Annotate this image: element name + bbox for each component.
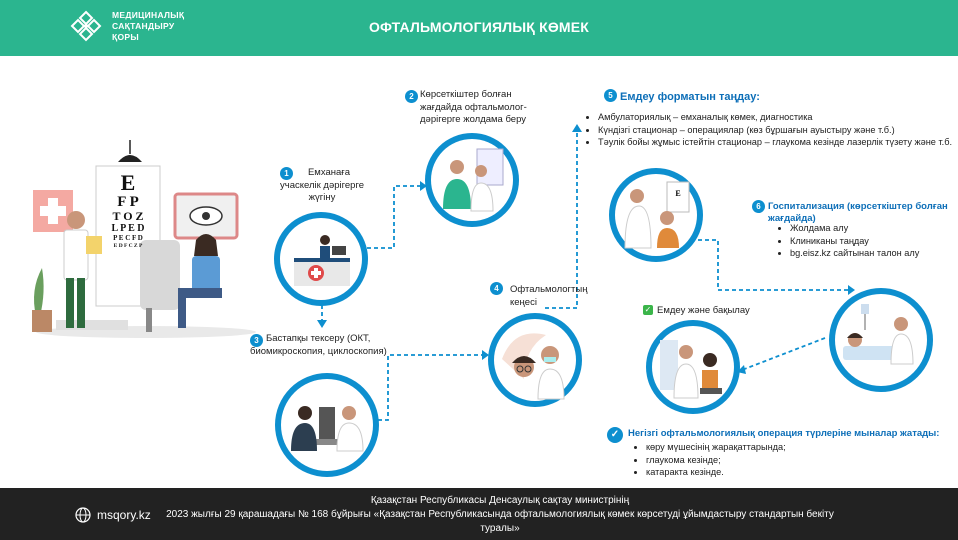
- footer-bar: [0, 488, 958, 540]
- list-item: bg.eisz.kz сайтынан талон алу: [790, 247, 958, 260]
- step-6-image: [829, 288, 933, 392]
- globe-icon: [75, 507, 91, 523]
- chart-row: F P: [117, 194, 139, 210]
- eye-chart: E F P T O Z L P E D P E C F D E D F C Z …: [99, 172, 157, 250]
- step-4-number: 4: [490, 282, 503, 295]
- logo-line: ҚОРЫ: [112, 32, 139, 42]
- page-title: ОФТАЛЬМОЛОГИЯЛЫҚ КӨМЕК: [368, 19, 590, 35]
- eye-exam-illustration: [32, 140, 256, 338]
- step-2-number: 2: [405, 90, 418, 103]
- list-item: Тәулік бойы жұмыс істейтін стационар – г…: [598, 136, 958, 149]
- chart-row: P E C F D: [113, 234, 143, 242]
- list-item: катаракта кезінде.: [646, 466, 896, 479]
- step-5-number: 5: [604, 89, 617, 102]
- logo-line: САҚТАНДЫРУ: [112, 21, 175, 31]
- step-1-label: Емханаға учаскелік дәрігерге жүгіну: [270, 167, 374, 205]
- step-6-number: 6: [752, 200, 765, 213]
- eye-examination-icon: [281, 379, 373, 471]
- step-3-line: Бастапқы тексеру (ОКТ,: [266, 333, 371, 344]
- step-3-number: 3: [250, 334, 263, 347]
- step-1-number: 1: [280, 167, 293, 180]
- operations-title: Негізгі офтальмологиялық операция түрлер…: [628, 428, 940, 439]
- treatment-label: Емдеу және бақылау: [657, 305, 750, 316]
- step-6-title-line: Госпитализация (көрсеткіштер болған: [768, 201, 948, 212]
- step-6-title: Госпитализация (көрсеткіштер болған жағд…: [768, 201, 958, 224]
- list-item: Клиниканы таңдау: [790, 235, 958, 248]
- list-item: Жолдама алу: [790, 222, 958, 235]
- step-3-image: [275, 373, 379, 477]
- step-2-label: Көрсеткіштер болған жағдайда офтальмолог…: [420, 89, 560, 127]
- step-2-line: жағдайда офтальмолог-: [420, 101, 527, 113]
- step-4-line: Офтальмологтың: [510, 284, 588, 295]
- reception-desk-icon: [280, 218, 362, 300]
- flower-logo-icon: [70, 10, 102, 42]
- green-check-icon: ✓: [643, 305, 653, 315]
- step-6-list: Жолдама алу Клиниканы таңдау bg.eisz.kz …: [776, 222, 958, 260]
- step-4-label: Офтальмологтың кеңесі: [510, 284, 630, 309]
- chart-row: E D F C Z P: [113, 243, 143, 249]
- doctor-consultation-icon: [431, 139, 513, 221]
- step-2-image: [425, 133, 519, 227]
- step-4-image: [488, 313, 582, 407]
- logo-text: МЕДИЦИНАЛЫҚ САҚТАНДЫРУ ҚОРЫ: [112, 10, 184, 43]
- hospital-bed-icon: [835, 294, 927, 386]
- step-2-line: Көрсеткіштер болған: [420, 89, 512, 100]
- chart-row: T O Z: [112, 209, 144, 223]
- svg-text:E: E: [675, 189, 680, 198]
- step-3-line: биомикроскопия, циклоскопия): [250, 345, 387, 357]
- step-5-list: Амбулаториялық – емханалық көмек, диагно…: [584, 111, 958, 149]
- chart-row: E: [120, 170, 136, 195]
- step-1-line: Емханаға: [307, 167, 351, 178]
- list-item: көру мүшесінің жарақаттарында;: [646, 441, 896, 454]
- header-bar: [0, 0, 958, 56]
- website-link[interactable]: msqory.kz: [97, 508, 151, 522]
- chart-row: L P E D: [111, 223, 145, 234]
- step-3-label: Бастапқы тексеру (ОКТ, биомикроскопия, ц…: [250, 333, 436, 358]
- footer-line: Қазақстан Республикасы Денсаулық сақтау …: [370, 495, 630, 506]
- list-item: глаукома кезінде;: [646, 454, 896, 467]
- footer-line: 2023 жылғы 29 қарашадағы № 168 бұйрығы «…: [166, 509, 834, 520]
- step-1-line: жүгіну: [308, 192, 336, 203]
- vision-test-icon: E: [615, 174, 697, 256]
- footer-line: туралы»: [480, 523, 520, 534]
- list-item: Амбулаториялық – емханалық көмек, диагно…: [598, 111, 958, 124]
- checkmark-badge-icon: ✓: [607, 427, 623, 443]
- footer-text: Қазақстан Республикасы Денсаулық сақтау …: [160, 494, 840, 536]
- follow-up-visit-icon: [652, 326, 734, 408]
- list-item: Күндізгі стационар – операциялар (көз бұ…: [598, 124, 958, 137]
- step-1-image: [274, 212, 368, 306]
- step-2-line: дәрігерге жолдама беру: [420, 114, 527, 125]
- ophthalmologist-icon: [494, 319, 576, 401]
- step-5-image: E: [609, 168, 703, 262]
- step-6-title-line: жағдайда): [768, 212, 816, 224]
- operations-list: көру мүшесінің жарақаттарында; глаукома …: [632, 441, 896, 479]
- step-5-title: Емдеу форматын таңдау:: [620, 91, 760, 103]
- step-1-line: учаскелік дәрігерге: [280, 179, 364, 191]
- logo-line: МЕДИЦИНАЛЫҚ: [112, 10, 185, 20]
- treatment-image: [646, 320, 740, 414]
- step-4-line: кеңесі: [510, 296, 537, 308]
